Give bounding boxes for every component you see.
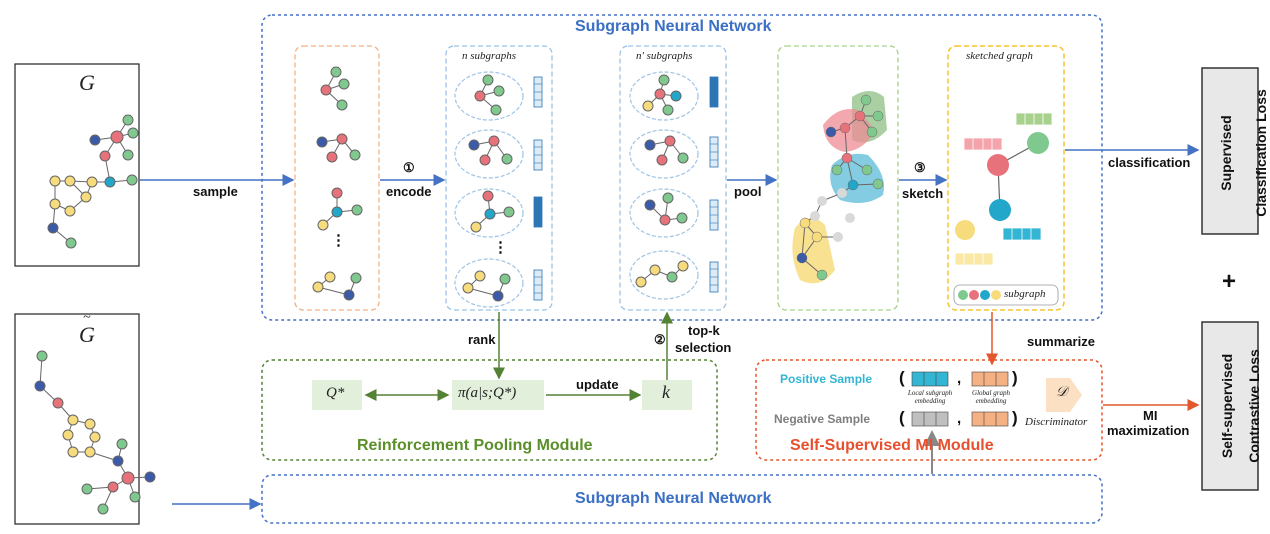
subgraph-legend-label: subgraph xyxy=(1004,288,1046,300)
sketched-graph-label: sketched graph xyxy=(966,50,1033,62)
pool-label: pool xyxy=(734,184,762,199)
local-emb-label: Local subgraph embedding xyxy=(907,389,953,405)
supervised-loss-label-2: Classification Loss xyxy=(1253,89,1269,217)
graph-g-label: G xyxy=(79,70,95,95)
topk-label-1: top-k xyxy=(688,323,720,338)
sketch-stage-box xyxy=(947,45,1065,311)
topk-label-2: selection xyxy=(675,340,732,355)
encode-subgraph-ellipses xyxy=(454,71,699,308)
sketch-label: sketch xyxy=(902,186,944,201)
supervised-loss-label-1: Supervised xyxy=(1218,115,1234,191)
policy-text: π(a|s;Q*) xyxy=(458,385,517,401)
contrastive-loss-label-2: Contrastive Loss xyxy=(1246,349,1262,463)
positive-sample-label: Positive Sample xyxy=(780,372,873,386)
rpm-frame xyxy=(261,359,718,461)
classification-label: classification xyxy=(1108,155,1191,170)
select-stage-box xyxy=(619,45,727,311)
sketch-number: ③ xyxy=(914,160,926,175)
mi-label-2: maximization xyxy=(1107,423,1190,438)
update-label: update xyxy=(576,377,619,392)
graph-g-tilde xyxy=(34,350,156,515)
sample-stage-box xyxy=(294,45,380,311)
k-box xyxy=(642,380,692,410)
q-star-box xyxy=(312,380,362,410)
sampled-subgraphs xyxy=(312,66,363,301)
snn-bottom-title: Subgraph Neural Network xyxy=(575,490,772,507)
encoded-subgraphs xyxy=(462,74,515,302)
input-graph-box xyxy=(14,63,140,267)
contrastive-loss-label-1: Self-supervised xyxy=(1219,353,1235,459)
snn-bottom-frame xyxy=(261,474,1103,524)
graph-g-tilde-mark: ~ xyxy=(83,310,91,325)
summarize-label: summarize xyxy=(1027,334,1095,349)
n-prime-subgraphs-label: n' subgraphs xyxy=(636,50,693,62)
rpm-title: Reinforcement Pooling Module xyxy=(357,437,593,454)
graph-g-tilde-label: G xyxy=(79,322,95,347)
snn-top-title: Subgraph Neural Network xyxy=(575,18,772,35)
sample-label: sample xyxy=(193,184,238,199)
selected-subgraphs xyxy=(635,74,689,288)
discriminator-symbol: 𝒟 xyxy=(1056,385,1068,400)
pooled-graph xyxy=(792,91,887,284)
encode-number: ① xyxy=(403,160,415,175)
ellipsis-sample: ⋮ xyxy=(331,232,346,249)
neg-open-paren: ( xyxy=(899,408,905,427)
mi-module-title: Self-Supervised MI Module xyxy=(790,437,994,454)
global-emb-label: Global graph embedding xyxy=(972,389,1010,405)
ellipsis-encode: ⋮ xyxy=(493,239,508,256)
neg-close-paren: ) xyxy=(1012,408,1018,427)
plus-sign: + xyxy=(1222,268,1237,295)
discriminator-label: Discriminator xyxy=(1025,416,1088,428)
encode-label: encode xyxy=(386,184,432,199)
discriminator-icon xyxy=(1046,378,1082,412)
supervised-loss-box xyxy=(1201,67,1259,235)
pos-close-paren: ) xyxy=(1012,368,1018,387)
q-star-text: Q* xyxy=(326,385,345,401)
rank-label: rank xyxy=(468,332,496,347)
pos-comma: , xyxy=(957,370,962,387)
policy-box xyxy=(452,380,544,410)
encode-stage-box xyxy=(445,45,553,311)
negative-sample-label: Negative Sample xyxy=(774,412,871,426)
topk-number: ② xyxy=(654,332,666,347)
mi-label-1: MI xyxy=(1143,408,1158,423)
snn-top-frame xyxy=(261,14,1103,321)
mi-embeddings xyxy=(911,371,1009,427)
graph-g xyxy=(47,114,139,249)
k-text: k xyxy=(662,382,670,402)
pos-open-paren: ( xyxy=(899,368,905,387)
mi-frame xyxy=(755,359,1103,461)
contrastive-loss-box xyxy=(1201,321,1259,491)
neg-comma: , xyxy=(957,410,962,427)
sketched-graph xyxy=(953,112,1059,306)
n-subgraphs-label: n subgraphs xyxy=(462,50,517,62)
